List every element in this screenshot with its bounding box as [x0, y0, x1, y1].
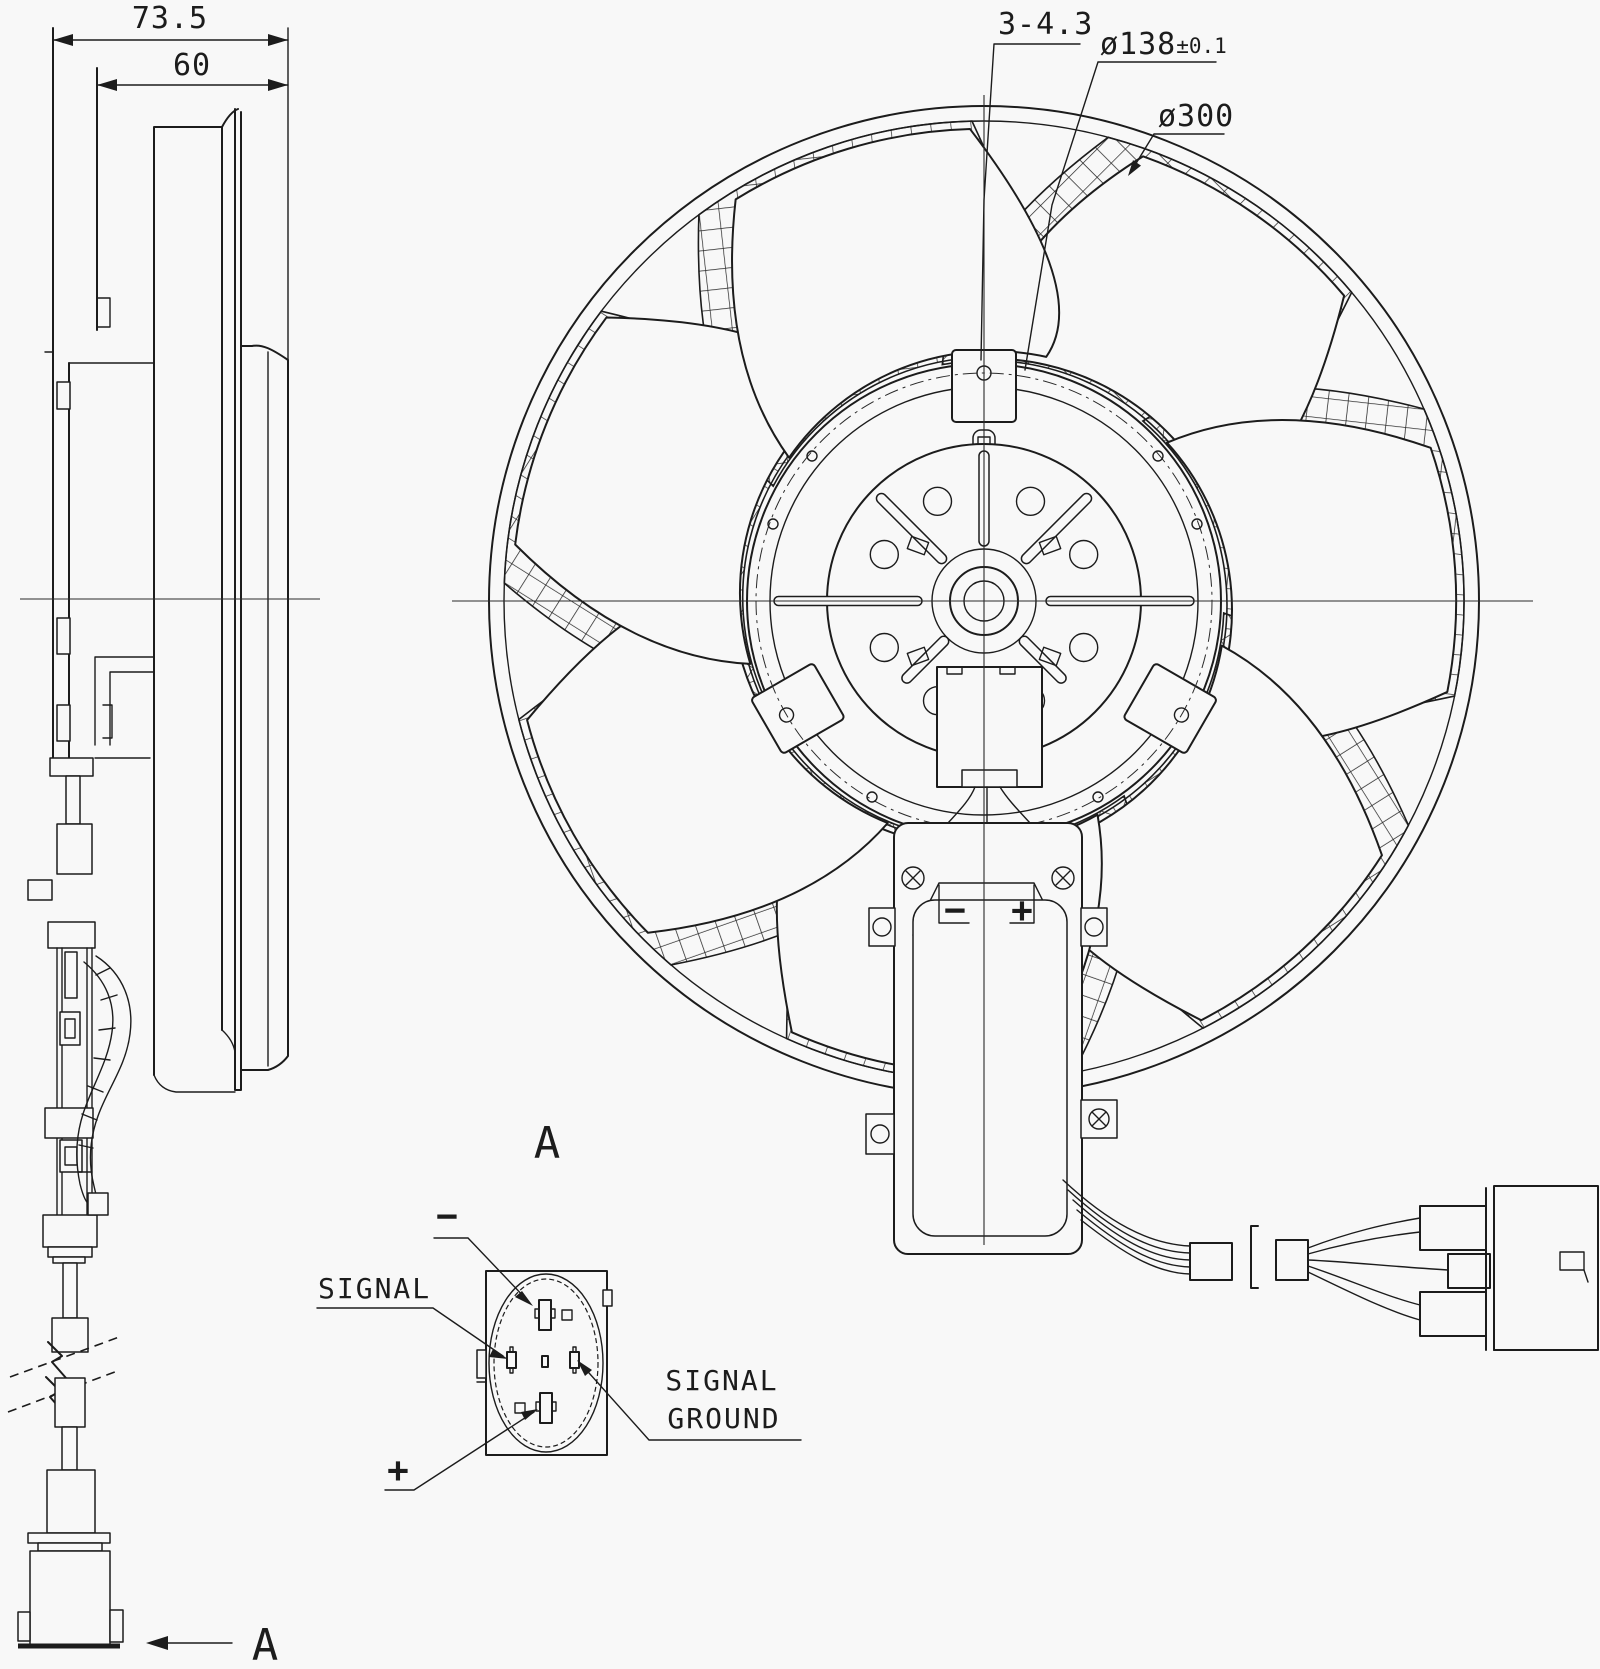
pin-signal-ground-label-2: GROUND	[667, 1402, 780, 1435]
dim-holes-text: 3-4.3	[998, 7, 1093, 42]
dim-60: 60	[96, 48, 289, 91]
vehicle-connector	[1419, 1185, 1599, 1351]
hub-connector-block	[936, 666, 1043, 824]
dim-73-5-text: 73.5	[132, 1, 208, 36]
section-view-label: A	[252, 1620, 279, 1669]
pin-plus-label: +	[387, 1450, 409, 1491]
centerlines	[20, 95, 1533, 1245]
motor-screw-icon	[901, 866, 1075, 890]
bracket-clips	[56, 381, 71, 742]
side-wire-column	[27, 757, 98, 1353]
motor-positive-mark: +	[1011, 890, 1033, 931]
pin-minus-label: −	[436, 1196, 458, 1237]
connector-edge-tabs	[476, 1289, 613, 1383]
detail-title: A	[534, 1118, 561, 1169]
fan-side-view	[7, 27, 289, 1649]
dim-73-5: 73.5	[52, 1, 289, 361]
corrugated-tube	[76, 955, 132, 1216]
motor: − +	[865, 822, 1118, 1255]
pin-signal-ground-label-1: SIGNAL	[665, 1364, 778, 1397]
dim-fan-dia: ø300	[1128, 99, 1234, 176]
ring-rivets	[767, 450, 1203, 803]
motor-negative-mark: −	[944, 890, 966, 931]
side-connector	[17, 1377, 124, 1649]
dim-holes: 3-4.3	[980, 7, 1093, 361]
connector-detail-view: A − SIGNAL +	[316, 1118, 802, 1491]
pin-signal-label: SIGNAL	[318, 1272, 431, 1305]
dim-60-text: 60	[173, 48, 211, 83]
pin-labels: − SIGNAL + SIGNAL GROUND	[316, 1196, 802, 1491]
dim-fan-dia-text: ø300	[1158, 99, 1234, 134]
section-view-arrow: A	[146, 1620, 278, 1669]
motor-ears	[865, 907, 1118, 1155]
wire-harness	[1062, 1179, 1599, 1351]
dim-bolt-circle-text: ø138±0.1	[1100, 27, 1227, 62]
annotations: 73.5 60 3-4.3 ø138±0.1 ø300 A	[52, 1, 1234, 1669]
dim-bolt-circle: ø138±0.1	[1024, 27, 1227, 371]
hub-pads	[906, 535, 1062, 667]
connector-pins	[506, 1299, 580, 1424]
